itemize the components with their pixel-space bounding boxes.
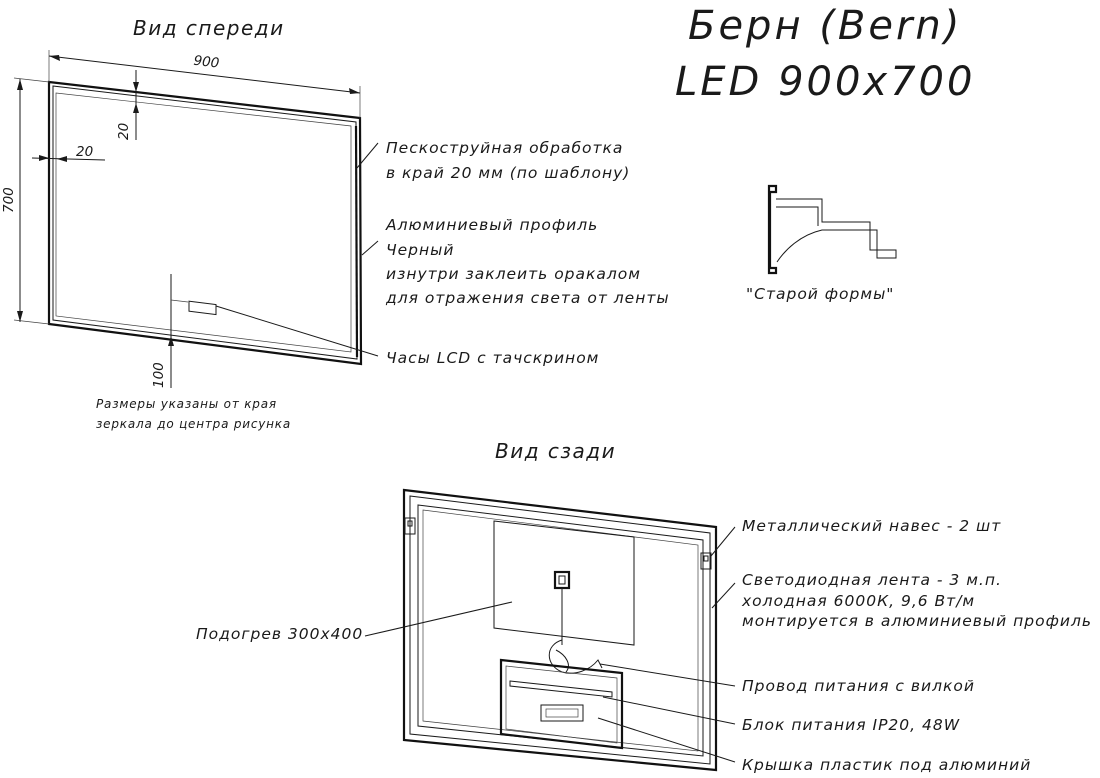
callout-profile-3: изнутри заклеить оракалом — [386, 265, 641, 283]
front-mirror-frame — [47, 80, 363, 366]
dim-height-ext-top — [13, 77, 50, 83]
callout-led-2: холодная 6000К, 9,6 Вт/м — [741, 592, 975, 610]
leader-cover — [597, 717, 736, 763]
callout-cover: Крышка пластик под алюминий — [742, 756, 1031, 774]
leader-psu — [602, 696, 736, 725]
back-hanger-left — [404, 517, 416, 535]
profile-inner-line — [776, 206, 819, 226]
dim-edge-top-label: 20 — [116, 123, 132, 140]
back-psu-label-plate — [540, 704, 584, 722]
callout-cord: Провод питания с вилкой — [742, 677, 975, 695]
leader-sandblast — [356, 142, 379, 169]
dim-width-arrow-left — [49, 55, 60, 61]
back-frame-inner — [417, 504, 704, 757]
back-view-heading: Вид сзади — [495, 439, 616, 463]
dim-edge-top-arrow-a — [133, 82, 139, 92]
dim-height-arrow-top — [17, 79, 23, 90]
back-hanger-right — [700, 552, 712, 570]
dim-clock-arrow — [168, 336, 174, 346]
back-psu-rail — [509, 680, 613, 698]
dim-height-arrow-bottom — [17, 311, 23, 322]
dim-edge-left-arrow-a — [39, 155, 49, 161]
dim-edge-left-label: 20 — [76, 144, 93, 160]
back-power-cord-loop — [555, 649, 569, 673]
front-mirror-frame-inner-edge — [52, 85, 358, 360]
note-line-2: зеркала до центра рисунка — [96, 417, 291, 431]
callout-heater: Подогрев 300x400 — [196, 625, 363, 643]
callout-clock: Часы LCD с тачскрином — [386, 349, 599, 367]
front-profile-edge — [354, 125, 359, 358]
front-view: Вид спереди 900 700 20 20 — [1, 16, 670, 431]
back-psu-cover-inner — [505, 665, 618, 744]
front-clock-display — [188, 300, 217, 316]
leader-profile — [361, 240, 379, 256]
front-view-heading: Вид спереди — [133, 16, 285, 40]
dim-edge-top-arrow-b — [133, 103, 139, 113]
dim-width-line — [48, 55, 361, 94]
profile-detail: "Старой формы" — [746, 184, 897, 303]
dim-width-label: 900 — [193, 53, 220, 72]
callout-profile-4: для отражения света от ленты — [385, 289, 670, 307]
title-line-1: Берн (Bern) — [688, 3, 962, 49]
callout-sandblast-2: в край 20 мм (по шаблону) — [386, 164, 630, 182]
back-frame-outer-2 — [409, 495, 711, 765]
callout-psu: Блок питания IP20, 48W — [742, 716, 960, 734]
leader-clock — [215, 305, 379, 357]
front-sandblast-border — [55, 92, 352, 353]
back-heater-switch — [553, 570, 571, 590]
dim-width-arrow-right — [349, 88, 360, 94]
callout-sandblast-1: Пескоструйная обработка — [386, 139, 623, 157]
dim-clock-ext — [170, 299, 189, 303]
title-line-2: LED 900x700 — [675, 59, 975, 105]
back-heater-switch-inner — [558, 575, 566, 585]
note-line-1: Размеры указаны от края — [96, 397, 277, 411]
leader-heater — [364, 601, 513, 637]
callout-profile-2: Черный — [386, 241, 454, 259]
callout-hanger: Металлический навес - 2 шт — [742, 517, 1001, 535]
profile-caption: "Старой формы" — [746, 285, 894, 303]
back-view: Вид сзади Металлический навес — [196, 439, 1092, 774]
callout-led-3: монтируется в алюминиевый профиль — [742, 612, 1092, 630]
leader-hanger — [710, 526, 736, 557]
dim-height-label: 700 — [1, 187, 17, 213]
back-psu-label-inner — [545, 708, 579, 718]
back-led-strip — [422, 509, 699, 752]
profile-back-plate — [767, 184, 778, 275]
leader-led — [711, 582, 736, 609]
back-frame-outer — [402, 488, 718, 772]
dim-height-ext-bottom — [13, 319, 50, 325]
dim-edge-left-arrow-b — [57, 156, 67, 162]
callout-profile-1: Алюминиевый профиль — [385, 216, 598, 234]
leader-cord — [599, 663, 736, 687]
callout-led-1: Светодиодная лента - 3 м.п. — [742, 571, 1002, 589]
profile-outline — [776, 198, 897, 263]
back-psu-cover — [499, 658, 624, 750]
dim-clock-label: 100 — [151, 362, 167, 388]
back-hanger-right-slot — [703, 555, 709, 562]
back-heater-pad — [493, 520, 635, 646]
back-hanger-left-slot — [407, 520, 413, 527]
